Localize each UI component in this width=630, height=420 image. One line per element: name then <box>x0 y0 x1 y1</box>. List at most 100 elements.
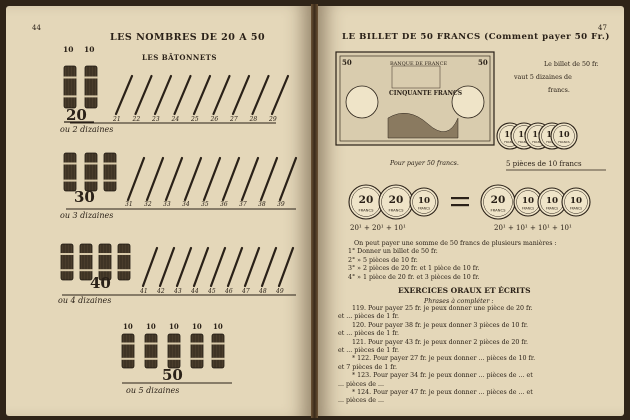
coin-value: 10 <box>504 129 516 139</box>
tick-number: 34 <box>182 201 190 208</box>
tick-number: 25 <box>190 116 199 123</box>
right-page: 47 LE BILLET DE 50 FRANCS (Comment payer… <box>318 6 624 416</box>
bundle-tie <box>79 253 93 255</box>
eq-left: 20¹ + 20¹ + 10¹ <box>350 224 406 232</box>
ten-stick-bundle <box>79 243 93 281</box>
bundle-tie <box>190 357 204 360</box>
text-line: 2° » 5 pièces de 10 fr. <box>348 256 418 264</box>
ten-stick-bundle <box>121 333 135 369</box>
single-stick <box>243 246 261 288</box>
left-page: 44 LES NOMBRES DE 20 A 50 LES BÂTONNETS … <box>6 6 311 416</box>
text-line: * 122. Pour payer 27 fr. je peux donner … <box>352 355 536 363</box>
text-line: * 123. Pour payer 34 fr. je peux donner … <box>352 372 533 380</box>
single-stick <box>209 246 227 288</box>
bundle-tie <box>121 357 135 360</box>
coin-value: 10 <box>546 196 558 206</box>
equals-bar <box>451 197 469 200</box>
bundle-label: 10 <box>169 322 179 331</box>
bundle-tie <box>211 357 225 360</box>
book-gutter <box>311 4 318 418</box>
single-stick <box>226 246 244 288</box>
bundle-label: 10 <box>84 45 95 54</box>
single-stick <box>221 156 241 202</box>
row1-caption: ou 2 dizaines <box>60 125 114 134</box>
single-stick <box>202 156 222 202</box>
single-stick <box>173 74 192 116</box>
bundle-label: 10 <box>213 322 223 331</box>
single-stick <box>251 74 270 116</box>
single-stick <box>145 156 165 202</box>
single-stick <box>240 156 260 202</box>
text-line: ... pièces de ... <box>338 397 385 405</box>
text-line: ... pièces de ... <box>338 380 385 388</box>
exercises-title: EXERCICES ORAUX ET ÉCRITS <box>398 286 531 295</box>
text-line: 120. Pour payer 38 fr. je peux donner 3 … <box>352 321 529 329</box>
bundle-tie <box>63 76 77 79</box>
bundle-label: 10 <box>192 322 202 331</box>
single-stick <box>114 74 134 116</box>
coin-label: FRANCS <box>418 207 430 211</box>
bundle-tie <box>60 253 74 255</box>
tick-number: 26 <box>210 116 219 123</box>
row4-caption: ou 5 dizaines <box>126 386 180 395</box>
tick-number: 49 <box>275 288 284 295</box>
eq-right: 20¹ + 10¹ + 10¹ + 10¹ <box>494 224 572 232</box>
ten-stick-bundle <box>167 333 181 369</box>
bundle-tie <box>84 162 98 165</box>
single-stick <box>134 74 153 116</box>
side-text-2: vaut 5 dizaines de <box>514 74 572 81</box>
banknote-value: 50 <box>342 58 352 67</box>
banknote-bank: BANQUE DE FRANCE <box>390 61 448 67</box>
coin-inner-rim <box>412 190 436 214</box>
bundle-tie <box>98 253 112 255</box>
bundle-tie <box>63 162 77 165</box>
coin-inner-rim <box>564 190 588 214</box>
coin-label: FRANCS <box>504 140 516 144</box>
ten-stick-bundle <box>84 65 98 109</box>
ten-stick-bundle <box>63 65 77 109</box>
row2-caption: ou 3 dizaines <box>60 211 114 220</box>
tick-number: 48 <box>258 288 267 295</box>
money-illustration: 10FRANCS10FRANCS10FRANCS10FRANCS10FRANCS… <box>335 51 606 220</box>
caption-pay-50: Pour payer 50 francs. <box>390 160 459 167</box>
bundle-tie <box>167 357 181 360</box>
banknote-medallion <box>451 85 485 119</box>
coin-rim <box>561 187 591 217</box>
page-number-right: 47 <box>598 24 607 32</box>
tick-number: 42 <box>156 288 165 295</box>
coin-value: 20 <box>359 194 374 206</box>
ten-stick-bundle <box>144 333 158 369</box>
tick-number: 47 <box>241 288 250 295</box>
side-text-1: Le billet de 50 fr. <box>544 61 599 68</box>
ten-stick-bundle <box>190 333 204 369</box>
tick-number: 35 <box>201 201 209 208</box>
coin-label: FRANCS <box>359 208 375 212</box>
bundle-tie <box>117 269 131 272</box>
page-number-left: 44 <box>32 24 41 32</box>
text-line: et ... pièces de 1 fr. <box>338 313 399 321</box>
text-line: et ... pièces de 1 fr. <box>338 347 399 354</box>
text-line: 1° Donner un billet de 50 fr. <box>348 248 438 256</box>
left-page-title: LES NOMBRES DE 20 A 50 <box>110 32 266 43</box>
exercises-subtitle: Phrases à compléter : <box>424 298 494 305</box>
tick-number: 43 <box>173 288 182 295</box>
text-line: 121. Pour payer 43 fr. je peux donner 2 … <box>352 338 529 346</box>
single-stick <box>164 156 184 202</box>
side-text-3: francs. <box>548 87 570 94</box>
tick-number: 31 <box>125 201 133 208</box>
bundle-tie <box>63 95 77 98</box>
coin-label: FRANCS <box>546 207 558 211</box>
tick-number: 23 <box>151 116 160 123</box>
left-page-subtitle: LES BÂTONNETS <box>142 53 217 62</box>
single-stick <box>260 246 278 288</box>
ten-stick-bundle <box>117 243 131 281</box>
coin-inner-rim <box>553 125 575 147</box>
banknote-title-box <box>391 65 441 89</box>
